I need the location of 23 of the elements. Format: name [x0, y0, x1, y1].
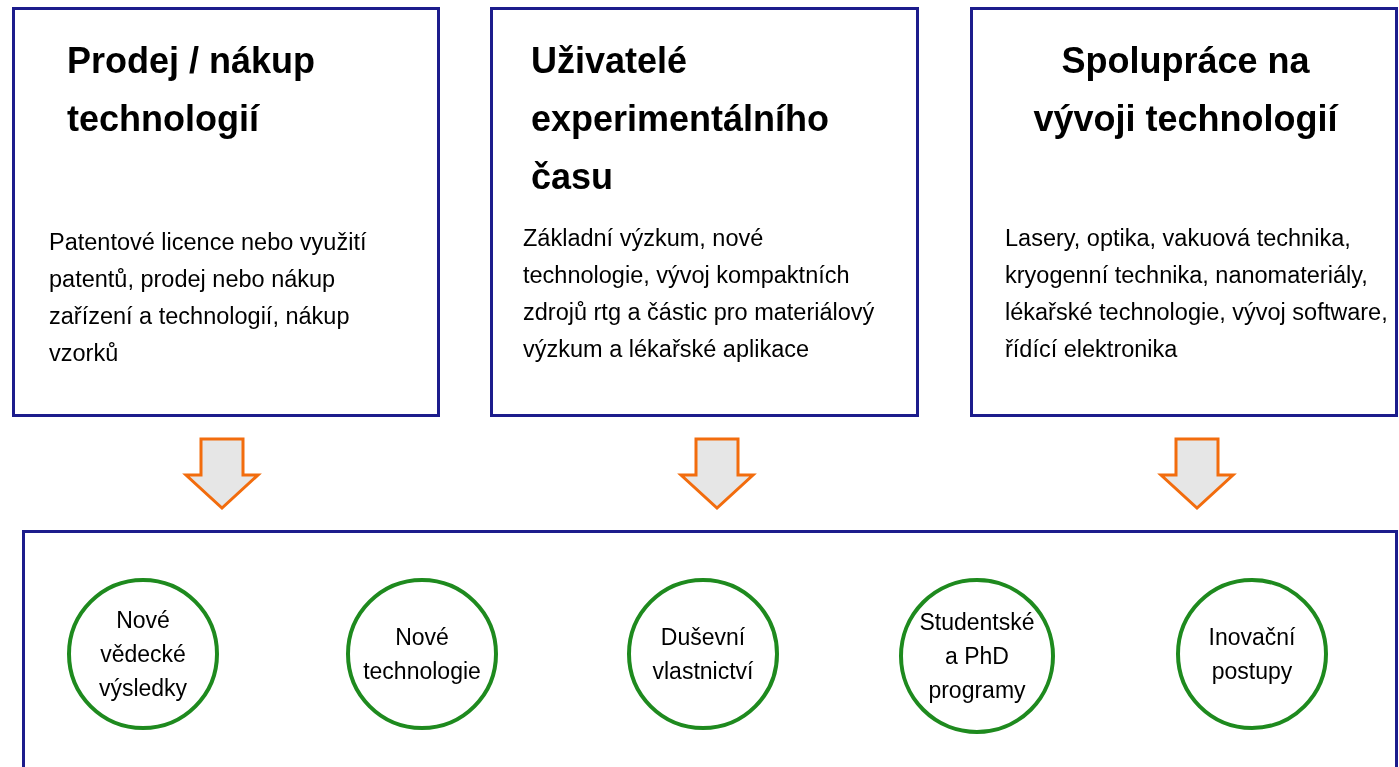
category-box [970, 7, 1398, 417]
outcome-circle [1176, 578, 1328, 730]
category-box [490, 7, 919, 417]
outcome-circle [899, 578, 1055, 734]
box-heading: Prodej / nákup technologií [67, 39, 317, 141]
box-heading: Spolupráce na vývoji technologií [1032, 39, 1340, 141]
block-arrow [1157, 437, 1237, 511]
category-box [12, 7, 440, 417]
block-arrow [677, 437, 757, 511]
outcome-label: Nové technologie [362, 623, 482, 686]
outcomes-panel [22, 530, 1398, 767]
outcome-circle [67, 578, 219, 730]
box-description: Patentové licence nebo využití patentů, prodej nebo nákup zařízení a technologií, nákup vzorků [49, 228, 368, 368]
box-description: Základní výzkum, nové technologie, vývoj kompaktních zdrojů rtg a částic pro materiálový výzkum a lékařské aplikace [523, 224, 876, 364]
box-description: Lasery, optika, vakuová technika, kryogenní technika, nanomateriály, lékařské technologie, vývoj software, řídící elektronika [1005, 224, 1389, 364]
outcome-circle [627, 578, 779, 730]
outcome-label: Inovační postupy [1207, 623, 1297, 686]
outcome-label: Studentské a PhD programy [918, 608, 1036, 705]
block-arrow [182, 437, 262, 511]
box-heading: Uživatelé experimentálního času [531, 39, 831, 199]
outcome-label: Duševní vlastnictví [651, 623, 755, 686]
outcome-label: Nové vědecké výsledky [97, 606, 189, 703]
outcome-circle [346, 578, 498, 730]
